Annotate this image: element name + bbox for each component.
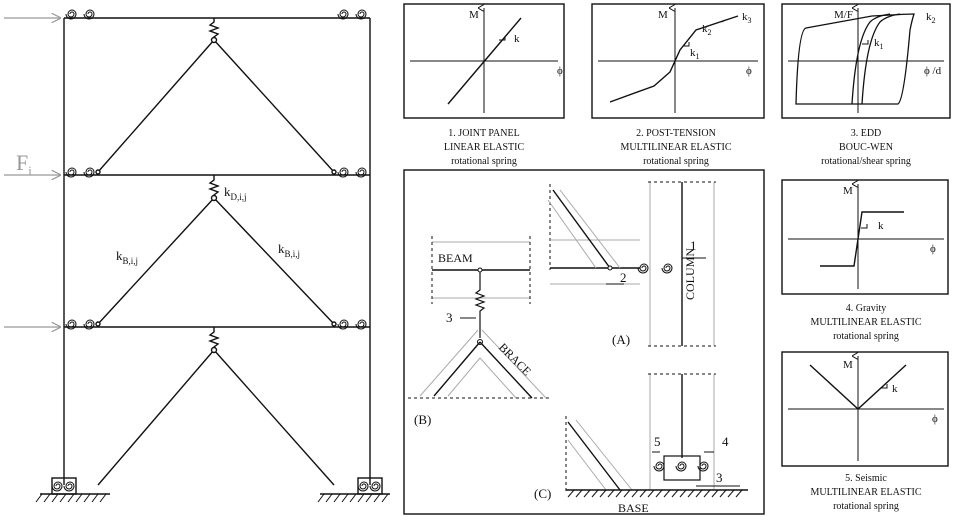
- panel2-caption-2: MULTILINEAR ELASTIC: [620, 142, 731, 153]
- label-brace: BRACE: [496, 340, 534, 378]
- panel4-k: k: [878, 220, 884, 232]
- base-hatch: [567, 489, 743, 498]
- label-num-4: 4: [722, 434, 729, 449]
- panel-seismic: M ϕ k: [781, 351, 949, 467]
- panel-joint-panel: M ϕ k: [403, 3, 565, 119]
- panel5-caption-1: 5. Seismic: [845, 473, 887, 484]
- panel1-caption-3: rotational spring: [451, 156, 517, 167]
- label-a: (A): [612, 332, 630, 347]
- panel1-k: k: [514, 33, 520, 45]
- braced-frame: [40, 17, 390, 495]
- panel1-x-axis: ϕ: [557, 65, 563, 77]
- panel4-caption-2: MULTILINEAR ELASTIC: [810, 317, 921, 328]
- panel5-caption-2: MULTILINEAR ELASTIC: [810, 487, 921, 498]
- panel5-k: k: [892, 383, 898, 395]
- label-base: BASE: [618, 501, 649, 515]
- force-label: Fi: [16, 150, 32, 178]
- joint-springs: [51, 9, 381, 492]
- panel-gravity: M ϕ k: [781, 179, 949, 295]
- label-num-2: 2: [620, 270, 627, 285]
- panel3-caption-1: 3. EDD: [851, 128, 882, 139]
- panel5-caption-3: rotational spring: [833, 501, 899, 512]
- panel2-x-axis: ϕ: [746, 65, 752, 77]
- panel2-k2: k2: [702, 23, 712, 37]
- label-num-5: 5: [654, 434, 661, 449]
- detail-a: [547, 181, 716, 347]
- ground-hatch: [35, 493, 389, 503]
- label-column: COLUMN: [683, 248, 697, 300]
- panel5-x-axis: ϕ: [932, 413, 938, 425]
- panel3-caption-3: rotational/shear spring: [821, 156, 911, 167]
- panel4-x-axis: ϕ: [930, 243, 936, 255]
- panel4-caption-3: rotational spring: [833, 331, 899, 342]
- panel1-caption-1: 1. JOINT PANEL: [448, 128, 519, 139]
- detail-box: [403, 169, 765, 515]
- panel3-y-axis: M/F: [834, 9, 853, 21]
- panel-post-tension: M ϕ k1 k2 k3: [591, 3, 765, 119]
- panel2-k3: k3: [742, 11, 752, 25]
- force-arrows: [4, 18, 60, 327]
- panel-edd: M/F ϕ /d k1 k2: [781, 3, 951, 119]
- label-num-3-b: 3: [446, 310, 453, 325]
- label-beam: BEAM: [438, 251, 473, 265]
- panel2-caption-1: 2. POST-TENSION: [636, 128, 716, 139]
- panel5-y-axis: M: [843, 359, 853, 371]
- panel3-x-axis: ϕ /d: [924, 65, 942, 77]
- panel1-y-axis: M: [469, 9, 479, 21]
- panel2-y-axis: M: [658, 9, 668, 21]
- panel4-caption-1: 4. Gravity: [846, 303, 887, 314]
- label-num-3-c: 3: [716, 470, 723, 485]
- panel4-y-axis: M: [843, 185, 853, 197]
- spring-kb-right-label: kB,i,j: [278, 241, 300, 259]
- spring-kb-left-label: kB,i,j: [116, 248, 138, 266]
- panel2-caption-3: rotational spring: [643, 156, 709, 167]
- label-num-1: 1: [690, 238, 697, 253]
- spring-kd-label: kD,i,j: [224, 184, 247, 202]
- panel2-k1: k1: [690, 47, 700, 61]
- panel3-k1: k1: [874, 37, 884, 51]
- detail-b: [408, 236, 550, 399]
- panel3-k2: k2: [926, 11, 936, 25]
- panel3-caption-2: BOUC-WEN: [839, 142, 893, 153]
- panel1-caption-2: LINEAR ELASTIC: [444, 142, 525, 153]
- label-c: (C): [534, 486, 551, 501]
- label-b: (B): [414, 412, 431, 427]
